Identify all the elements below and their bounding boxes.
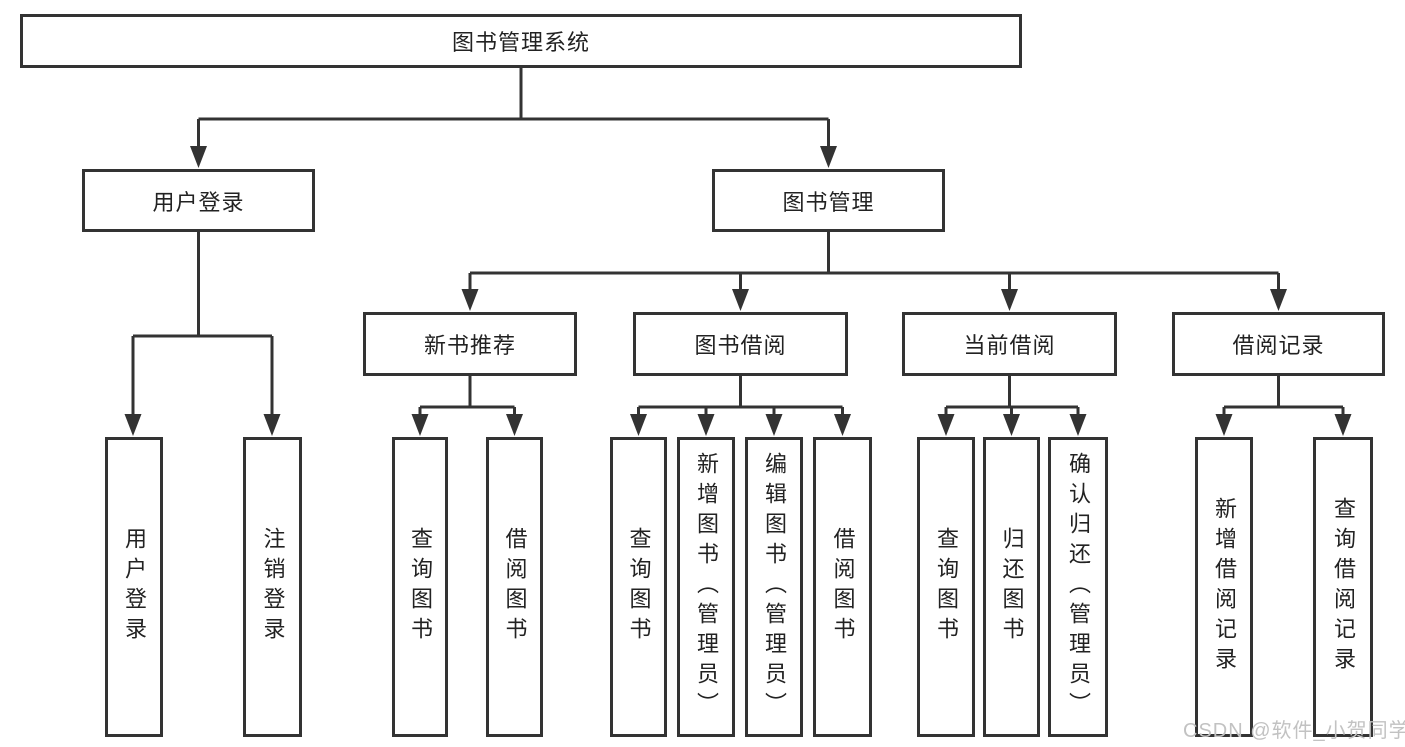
leaf-user-login: 用户登录 xyxy=(105,437,163,737)
leaf-query-books-current: 查询图书 xyxy=(917,437,975,737)
leaf-query-borrow-record: 查询借阅记录 xyxy=(1313,437,1373,737)
node-new-book-recommend: 新书推荐 xyxy=(363,312,577,376)
arrow-heads xyxy=(124,146,1352,436)
leaf-return-book: 归还图书 xyxy=(983,437,1040,737)
leaf-query-books-recommend: 查询图书 xyxy=(392,437,448,737)
leaf-borrow-books-borrowing: 借阅图书 xyxy=(813,437,872,737)
node-library-system: 图书管理系统 xyxy=(20,14,1022,68)
tree-edges xyxy=(131,68,1345,416)
node-book-borrowing: 图书借阅 xyxy=(633,312,848,376)
leaf-logout: 注销登录 xyxy=(243,437,302,737)
leaf-edit-book-admin: 编辑图书（管理员） xyxy=(745,437,803,737)
node-user-login: 用户登录 xyxy=(82,169,315,232)
csdn-watermark: CSDN @软件_小贺同学 xyxy=(1183,720,1405,742)
leaf-query-books-borrowing: 查询图书 xyxy=(610,437,667,737)
node-borrowing-records: 借阅记录 xyxy=(1172,312,1385,376)
leaf-add-borrow-record: 新增借阅记录 xyxy=(1195,437,1253,737)
node-current-borrowing: 当前借阅 xyxy=(902,312,1117,376)
node-book-management: 图书管理 xyxy=(712,169,945,232)
leaf-add-book-admin: 新增图书（管理员） xyxy=(677,437,735,737)
leaf-borrow-books-recommend: 借阅图书 xyxy=(486,437,543,737)
leaf-confirm-return-admin: 确认归还（管理员） xyxy=(1048,437,1108,737)
